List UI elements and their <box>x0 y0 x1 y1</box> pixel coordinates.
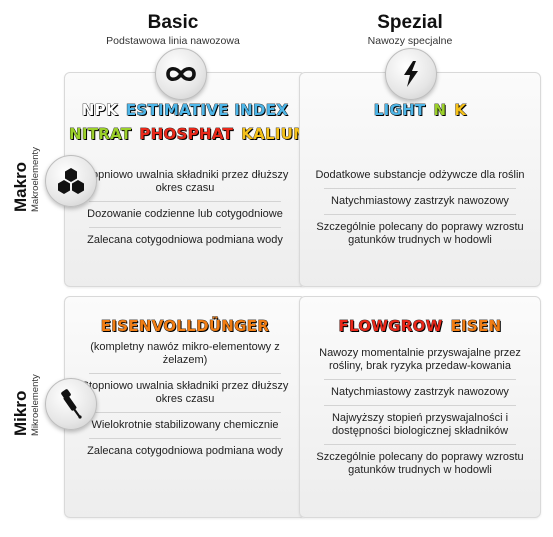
divider <box>324 405 516 406</box>
feature-item: Dozowanie codzienne lub cotygodniowe <box>87 208 283 220</box>
column-header-spezial: Spezial Nawozy specjalne <box>310 12 510 48</box>
feature-item: Szczególnie polecany do poprawy wzrostu … <box>316 451 524 476</box>
brand-line: NPK ESTIMATIVE INDEX <box>65 101 305 120</box>
feature-item: Zalecana cotygodniowa podmiana wody <box>87 445 283 457</box>
column-title: Basic <box>147 12 199 33</box>
divider <box>89 201 281 202</box>
divider <box>324 444 516 445</box>
row-title: Makro <box>11 161 30 212</box>
row-label-mikro: Mikro Mikroelementy <box>11 374 42 436</box>
feature-item: Najwyższy stopień przyswajalności i dost… <box>331 412 509 437</box>
row-subtitle: Makroelementy <box>30 147 41 212</box>
feature-item: Natychmiastowy zastrzyk nawozowy <box>331 386 509 398</box>
row-subtitle: Mikroelementy <box>30 374 41 436</box>
brand-line: EISENVOLLDÜNGER <box>65 317 305 336</box>
dropper-icon <box>45 378 97 430</box>
brand-word: LIGHT <box>373 101 426 120</box>
column-header-basic: Basic Podstawowa linia nawozowa <box>73 12 273 48</box>
panel-mikro-spezial: FLOWGROW EISEN Nawozy momentalnie przyswa… <box>299 296 541 518</box>
row-label-makro: Makro Makroelementy <box>11 147 42 212</box>
divider <box>324 214 516 215</box>
feature-list: (kompletny nawóz mikro-elementowy z żela… <box>65 335 305 464</box>
divider <box>89 438 281 439</box>
feature-item: Wielokrotnie stabilizowany chemicznie <box>91 419 279 431</box>
column-subtitle: Nawozy specjalne <box>367 35 453 47</box>
brand-word: ESTIMATIVE INDEX <box>125 101 289 120</box>
brand-word: EISENVOLLDÜNGER <box>100 317 270 336</box>
column-subtitle: Podstawowa linia nawozowa <box>106 35 240 47</box>
feature-list: Dodatkowe substancje odżywcze dla roślin… <box>300 163 540 253</box>
feature-item: Zalecana cotygodniowa podmiana wody <box>87 234 283 246</box>
molecules-icon <box>45 155 97 207</box>
divider <box>89 373 281 374</box>
brand-line: NITRAT PHOSPHAT KALIUM <box>65 125 309 144</box>
divider <box>324 379 516 380</box>
feature-item: Dodatkowe substancje odżywcze dla roślin <box>315 169 525 181</box>
feature-item: Stopniowo uwalnia składniki przez dłuższ… <box>81 380 289 405</box>
brand-word: NITRAT <box>69 125 132 144</box>
brand-word: N <box>433 101 447 120</box>
row-title: Mikro <box>11 390 30 436</box>
divider <box>89 227 281 228</box>
lightning-icon <box>385 48 437 100</box>
brand-word: KALIUM <box>241 125 309 144</box>
brand-word: PHOSPHAT <box>139 125 234 144</box>
panel-makro-basic: NPK ESTIMATIVE INDEX NITRAT PHOSPHAT KALIUM… <box>64 72 309 287</box>
infinity-icon <box>155 48 207 100</box>
divider <box>324 188 516 189</box>
feature-item: Szczególnie polecany do poprawy wzrostu … <box>316 221 524 246</box>
feature-list: Stopniowo uwalnia składniki przez dłuższ… <box>65 163 305 253</box>
brand-word: FLOWGROW <box>338 317 443 336</box>
column-title: Spezial <box>377 12 443 33</box>
brand-word: NPK <box>81 101 118 120</box>
feature-item: Natychmiastowy zastrzyk nawozowy <box>331 195 509 207</box>
feature-item: (kompletny nawóz mikro-elementowy z żela… <box>90 341 280 366</box>
feature-item: Stopniowo uwalnia składniki przez dłuższ… <box>81 169 289 194</box>
feature-item: Nawozy momentalnie przyswajalne przez ro… <box>319 347 521 372</box>
brand-line: FLOWGROW EISEN <box>300 317 540 336</box>
brand-word: K <box>454 101 467 120</box>
divider <box>89 412 281 413</box>
panel-mikro-basic: EISENVOLLDÜNGER (kompletny nawóz mikro-e… <box>64 296 306 518</box>
brand-word: EISEN <box>450 317 502 336</box>
feature-list: Nawozy momentalnie przyswajalne przez ro… <box>300 341 540 483</box>
